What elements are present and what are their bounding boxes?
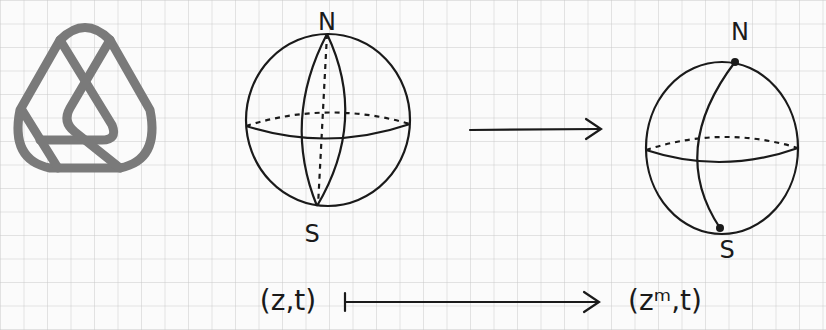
- pole-label: N: [731, 20, 749, 44]
- sphere-left: [246, 34, 410, 206]
- south-pole-dot: [716, 224, 724, 232]
- north-pole-dot: [731, 58, 739, 66]
- logo: [18, 28, 152, 169]
- mapsto-arrow: [345, 292, 599, 312]
- sphere-right: [646, 62, 798, 234]
- pole-label: N: [318, 10, 336, 34]
- pole-label: S: [304, 222, 319, 246]
- map-formula: (zᵐ,t): [628, 287, 702, 315]
- map-arrow: [470, 119, 601, 139]
- map-formula: (z,t): [260, 287, 316, 315]
- pole-label: S: [719, 238, 734, 262]
